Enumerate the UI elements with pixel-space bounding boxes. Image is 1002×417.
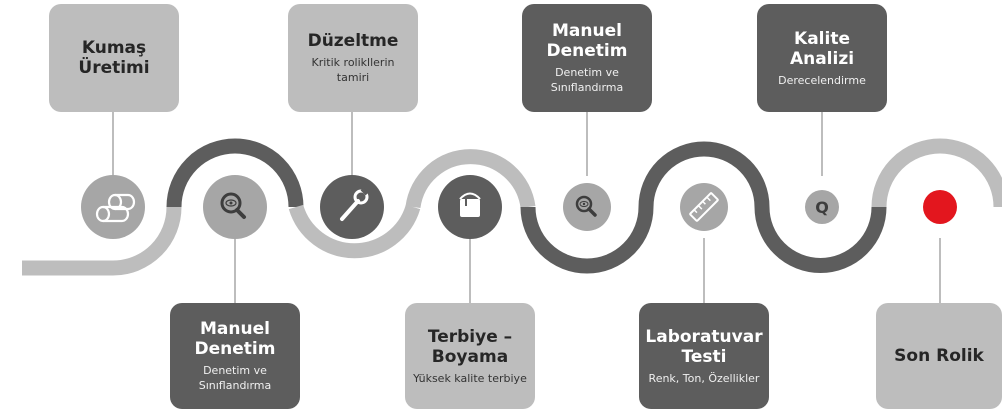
step-box-manual-inspection: Manuel Denetim Denetim ve Sınıflandırma xyxy=(170,303,300,409)
step-title: Manuel Denetim xyxy=(194,319,276,359)
wave-segment xyxy=(405,149,536,209)
step-title: Düzeltme xyxy=(307,31,399,51)
wave-segment xyxy=(754,206,887,273)
magnifier-eye-icon xyxy=(203,175,267,239)
wave-segment xyxy=(22,206,182,276)
step-subtitle: Derecelendirme xyxy=(778,73,866,87)
wave-segment xyxy=(871,138,1002,208)
step-title: Manuel Denetim xyxy=(546,21,628,61)
step-box-laboratory-test: Laboratuvar Testi Renk, Ton, Özellikler xyxy=(639,303,769,409)
step-subtitle: Yüksek kalite terbiye xyxy=(413,371,527,385)
wave-segment xyxy=(638,141,770,208)
step-title: Kumaş Üretimi xyxy=(78,38,150,78)
step-title: Son Rolik xyxy=(894,346,984,366)
magnifier-eye-icon xyxy=(563,183,611,231)
step-subtitle: Denetim ve Sınıflandırma xyxy=(550,66,624,94)
wave-segment xyxy=(520,206,654,274)
step-title: Terbiye – Boyama xyxy=(427,326,513,367)
step-box-fabric-production: Kumaş Üretimi xyxy=(49,4,179,112)
step-title: Kalite Analizi xyxy=(789,28,855,69)
step-box-manual-inspection-2: Manuel Denetim Denetim ve Sınıflandırma xyxy=(522,4,652,112)
paint-bucket-icon xyxy=(438,175,502,239)
step-box-finishing-dyeing: Terbiye – Boyama Yüksek kalite terbiye xyxy=(405,303,535,409)
wrench-icon xyxy=(320,175,384,239)
q-letter-icon: Q xyxy=(805,190,839,224)
step-box-quality-analysis: Kalite Analizi Derecelendirme xyxy=(757,4,887,112)
step-box-final-roll: Son Rolik xyxy=(876,303,1002,409)
wave-segment xyxy=(166,138,304,208)
svg-text:Q: Q xyxy=(815,198,829,217)
step-subtitle: Kritik rolikllerin tamiri xyxy=(311,56,395,84)
wave-segment xyxy=(288,204,421,259)
step-subtitle: Renk, Ton, Özellikler xyxy=(648,371,760,385)
red-dot-icon xyxy=(923,190,957,224)
step-title: Laboratuvar Testi xyxy=(645,326,763,367)
step-box-correction: Düzeltme Kritik rolikllerin tamiri xyxy=(288,4,418,112)
step-subtitle: Denetim ve Sınıflandırma xyxy=(198,364,272,392)
ruler-icon xyxy=(680,183,728,231)
fabric-rolls-icon xyxy=(81,175,145,239)
